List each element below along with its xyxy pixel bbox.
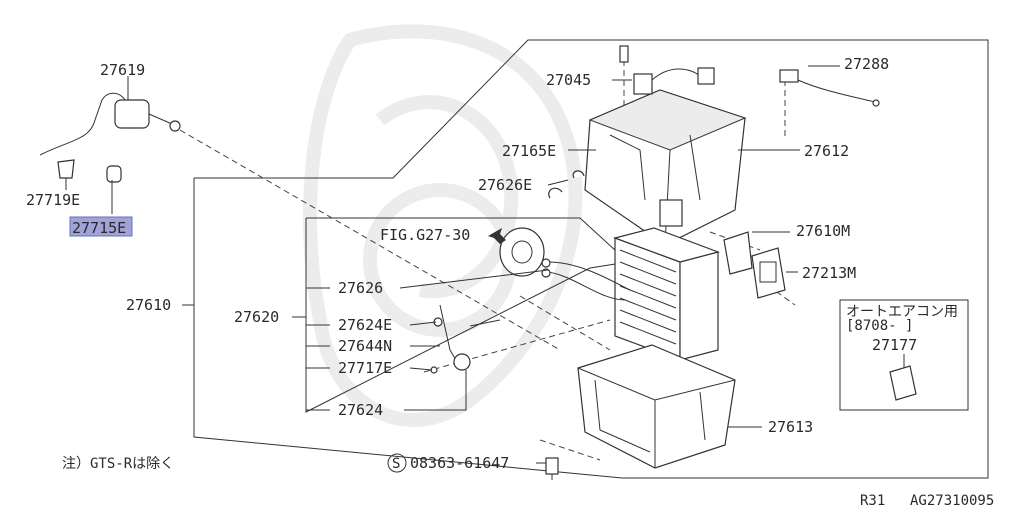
label-leaders [65, 65, 905, 464]
label-27626[interactable]: 27626 [338, 279, 383, 297]
label-27624[interactable]: 27624 [338, 401, 383, 419]
label-27619[interactable]: 27619 [100, 61, 145, 79]
label-27719e[interactable]: 27719E [26, 191, 80, 209]
label-27288[interactable]: 27288 [844, 55, 889, 73]
inset-title: オートエアコン用 [846, 304, 958, 320]
sensor-27177[interactable] [889, 365, 917, 401]
label-27717e[interactable]: 27717E [338, 359, 392, 377]
label-27177[interactable]: 27177 [872, 336, 917, 354]
label-27045[interactable]: 27045 [546, 71, 591, 89]
refrigerant-pipes[interactable] [541, 258, 631, 301]
assembly-boundary [193, 39, 989, 479]
lower-case-27613[interactable] [577, 344, 736, 469]
thermo-switch-parts[interactable] [430, 304, 501, 374]
drain-hose-27619[interactable] [39, 92, 181, 156]
fig-ref-arrow [488, 228, 506, 244]
note-text: 注）GTS-Rは除く [62, 456, 174, 472]
label-27624e[interactable]: 27624E [338, 316, 392, 334]
selected-part-highlight[interactable] [69, 216, 133, 237]
label-27620[interactable]: 27620 [234, 308, 279, 326]
label-27626e[interactable]: 27626E [478, 176, 532, 194]
upper-case-27612[interactable] [584, 89, 747, 246]
resistor-27610m[interactable] [723, 231, 753, 275]
footer-model: R31 [860, 493, 885, 509]
bolt-08363-61647[interactable] [545, 457, 559, 480]
evaporator-core[interactable] [612, 227, 720, 361]
clamp-27626e[interactable] [548, 170, 585, 199]
sensor-27288[interactable] [779, 69, 880, 107]
label-27715e[interactable]: 27715E [72, 219, 126, 237]
footer-code: AG27310095 [910, 493, 994, 509]
inset-date-range: [8708- ] [846, 318, 913, 334]
bolt-symbol-circle [387, 453, 407, 473]
label-27213m[interactable]: 27213M [802, 264, 856, 282]
amplifier-27213m[interactable] [751, 247, 786, 299]
label-27613[interactable]: 27613 [768, 418, 813, 436]
label-27610m[interactable]: 27610M [796, 222, 850, 240]
label-27165e[interactable]: 27165E [502, 142, 556, 160]
clip-27719e[interactable] [57, 159, 75, 179]
fig-reference[interactable]: FIG.G27-30 [380, 226, 470, 244]
actuator-27045[interactable] [619, 45, 715, 95]
fan-motor-cover[interactable] [499, 227, 545, 277]
label-27644n[interactable]: 27644N [338, 337, 392, 355]
bolt-symbol-letter: S [392, 456, 400, 472]
inset-box [839, 299, 969, 411]
subgroup-boundary [305, 217, 630, 413]
label-27610[interactable]: 27610 [126, 296, 171, 314]
label-bolt-08363-61647[interactable]: 08363-61647 [410, 454, 509, 472]
label-27612[interactable]: 27612 [804, 142, 849, 160]
grommet-27715e[interactable] [106, 165, 122, 183]
